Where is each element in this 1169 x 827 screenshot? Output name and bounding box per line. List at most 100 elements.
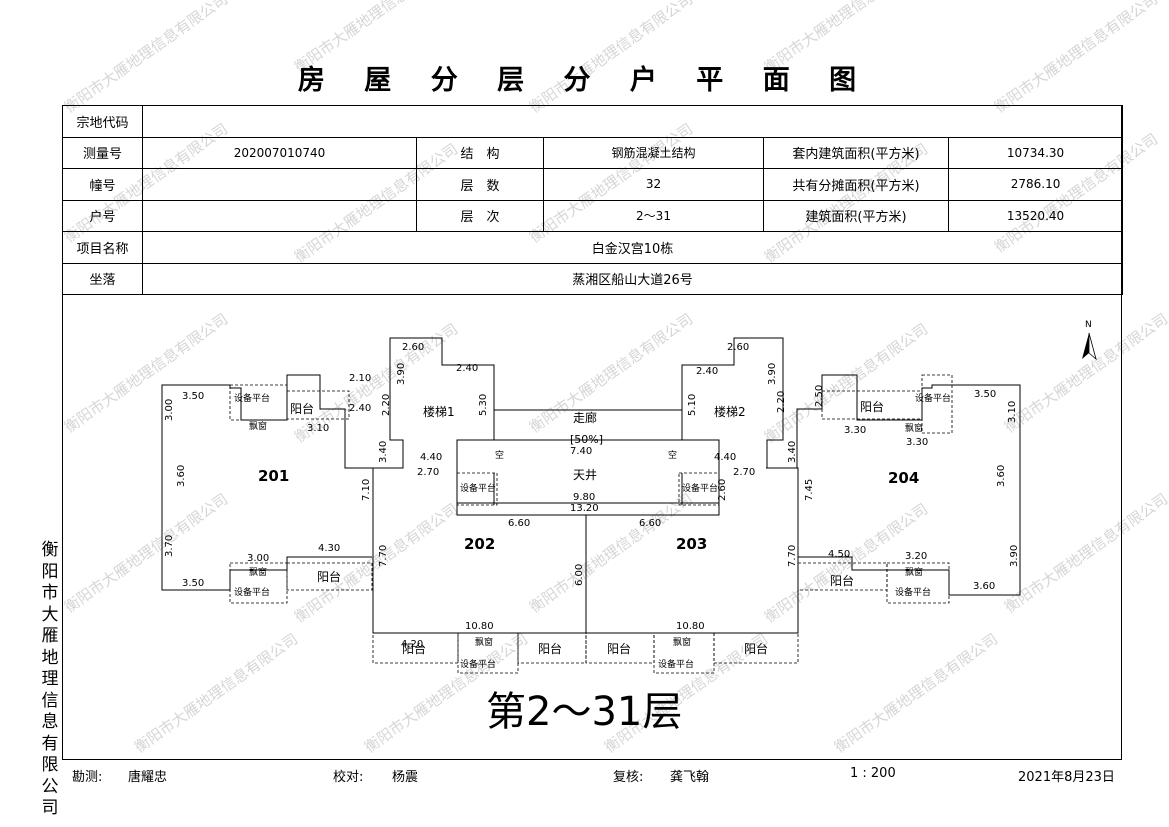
dim-label: 5.30 xyxy=(478,394,489,416)
survey-no-label: 测量号 xyxy=(62,136,143,169)
room-air-left: 空 xyxy=(495,449,504,461)
balcony-204-top xyxy=(821,390,923,420)
building-area-label: 建筑面积(平方米) xyxy=(763,199,949,232)
room-equip-204a: 设备平台 xyxy=(915,392,951,404)
room-bay-201b: 飘窗 xyxy=(249,566,267,578)
equip-platform-204b xyxy=(886,562,950,604)
page-title: 房 屋 分 层 分 户 平 面 图 xyxy=(297,65,872,96)
equip-platform-core-right xyxy=(678,472,720,506)
table-row: 户号 层 次 2～31 建筑面积(平方米) 13520.40 xyxy=(62,199,1124,232)
dim-label: 3.40 xyxy=(378,441,389,463)
floor-range-value: 2～31 xyxy=(543,199,764,232)
dim-label: 2.60 xyxy=(717,479,728,501)
surveyor-label: 勘测: xyxy=(72,770,103,785)
dim-label: 4.20 xyxy=(401,639,423,650)
dim-label: 3.30 xyxy=(844,425,866,436)
dim-label: 3.90 xyxy=(767,363,778,385)
unit-no-value xyxy=(142,199,417,232)
dim-label: 7.45 xyxy=(804,479,815,501)
dim-label: 2.20 xyxy=(381,394,392,416)
room-bay-204b: 飘窗 xyxy=(905,566,923,578)
room-equip-core-left: 设备平台 xyxy=(460,482,496,494)
floor-plan: N 201 202 203 204 楼梯1 楼梯2 走廊 [50%] 天井 阳台… xyxy=(161,320,1097,735)
atrium-outline xyxy=(456,439,720,516)
floors-value: 32 xyxy=(543,168,764,201)
core-outline xyxy=(372,337,799,634)
balcony-201-top xyxy=(286,390,350,420)
dim-label: 2.70 xyxy=(733,467,755,478)
structure-value: 钢筋混凝土结构 xyxy=(543,136,764,169)
location-value: 蒸湘区船山大道26号 xyxy=(141,262,1124,295)
dim-label: 7.10 xyxy=(361,479,372,501)
dim-label: 3.90 xyxy=(396,363,407,385)
dim-label: 2.50 xyxy=(814,385,825,407)
dim-label: 6.60 xyxy=(639,518,661,529)
equip-platform-201a xyxy=(229,384,288,421)
dim-label: 13.20 xyxy=(570,503,599,514)
unit-label-204: 204 xyxy=(888,469,919,487)
dim-label: 7.70 xyxy=(378,545,389,567)
dim-label: 3.60 xyxy=(996,465,1007,487)
dim-label: 3.60 xyxy=(973,581,995,592)
room-bay-203: 飘窗 xyxy=(673,636,691,648)
room-equip-202: 设备平台 xyxy=(460,658,496,670)
room-atrium: 天井 xyxy=(573,468,597,482)
dim-label: 6.00 xyxy=(574,564,585,586)
dim-label: 4.40 xyxy=(420,452,442,463)
dim-label: 7.40 xyxy=(570,446,592,457)
room-equip-203: 设备平台 xyxy=(658,658,694,670)
scale-text: 1 : 200 xyxy=(850,766,896,781)
dim-label: 2.60 xyxy=(402,342,424,353)
dim-label: 3.00 xyxy=(247,553,269,564)
dim-label: 2.40 xyxy=(696,366,718,377)
dim-label: 3.30 xyxy=(906,437,928,448)
unit-label-202: 202 xyxy=(464,535,495,553)
room-balcony-204-top: 阳台 xyxy=(860,399,884,414)
dim-label: 10.80 xyxy=(465,621,494,632)
location-label: 坐落 xyxy=(62,262,143,295)
room-balcony-201-bottom: 阳台 xyxy=(317,569,341,584)
structure-label: 结 构 xyxy=(416,136,544,169)
table-row: 测量号 202007010740 结 构 钢筋混凝土结构 套内建筑面积(平方米)… xyxy=(62,136,1124,169)
project-value: 白金汉宫10栋 xyxy=(141,231,1124,264)
room-balcony-203a: 阳台 xyxy=(607,641,631,656)
room-balcony-201-top: 阳台 xyxy=(290,401,314,416)
inner-area-value: 10734.30 xyxy=(947,136,1124,169)
dim-label: 3.40 xyxy=(787,441,798,463)
balcony-204-bottom xyxy=(797,562,888,591)
dim-label: 2.20 xyxy=(776,391,787,413)
dim-label: 9.80 xyxy=(573,492,595,503)
dim-label: 6.60 xyxy=(508,518,530,529)
floor-caption: 第2～31层 xyxy=(486,689,682,735)
parcel-code-label: 宗地代码 xyxy=(62,105,143,138)
dim-label: 10.80 xyxy=(676,621,705,632)
project-label: 项目名称 xyxy=(62,231,143,264)
dim-label: 3.50 xyxy=(974,389,996,400)
reviewer-label: 复核: xyxy=(613,770,644,785)
building-area-value: 13520.40 xyxy=(947,199,1124,232)
room-corridor: 走廊 xyxy=(573,410,597,425)
dim-label: 3.70 xyxy=(164,535,175,557)
checker-label: 校对: xyxy=(333,770,364,785)
room-bay-201: 飘窗 xyxy=(249,420,267,432)
dim-label: 2.10 xyxy=(349,373,371,384)
parcel-code-value xyxy=(141,105,1124,138)
north-arrow-icon: N xyxy=(1082,320,1097,361)
room-bay-202: 飘窗 xyxy=(475,636,493,648)
building-no-label: 幢号 xyxy=(62,168,143,201)
table-row: 坐落 蒸湘区船山大道26号 xyxy=(62,262,1124,295)
company-name-text: 衡阳市大雁地理信息有限公司 xyxy=(41,540,59,818)
reviewer-name: 龚飞翰 xyxy=(670,770,710,785)
room-balcony-203b: 阳台 xyxy=(744,641,768,656)
dim-label: 3.50 xyxy=(182,578,204,589)
table-row: 项目名称 白金汉宫10栋 xyxy=(62,231,1124,264)
room-balcony-202b: 阳台 xyxy=(538,641,562,656)
table-row: 宗地代码 xyxy=(62,105,1124,138)
dim-label: 2.40 xyxy=(456,363,478,374)
room-air-right: 空 xyxy=(668,449,677,461)
room-corridor-pct: [50%] xyxy=(570,433,603,446)
dim-label: 2.70 xyxy=(417,467,439,478)
balcony-203-b xyxy=(713,632,799,664)
dim-label: 4.50 xyxy=(828,549,850,560)
table-row: 幢号 层 数 32 共有分摊面积(平方米) 2786.10 xyxy=(62,168,1124,201)
